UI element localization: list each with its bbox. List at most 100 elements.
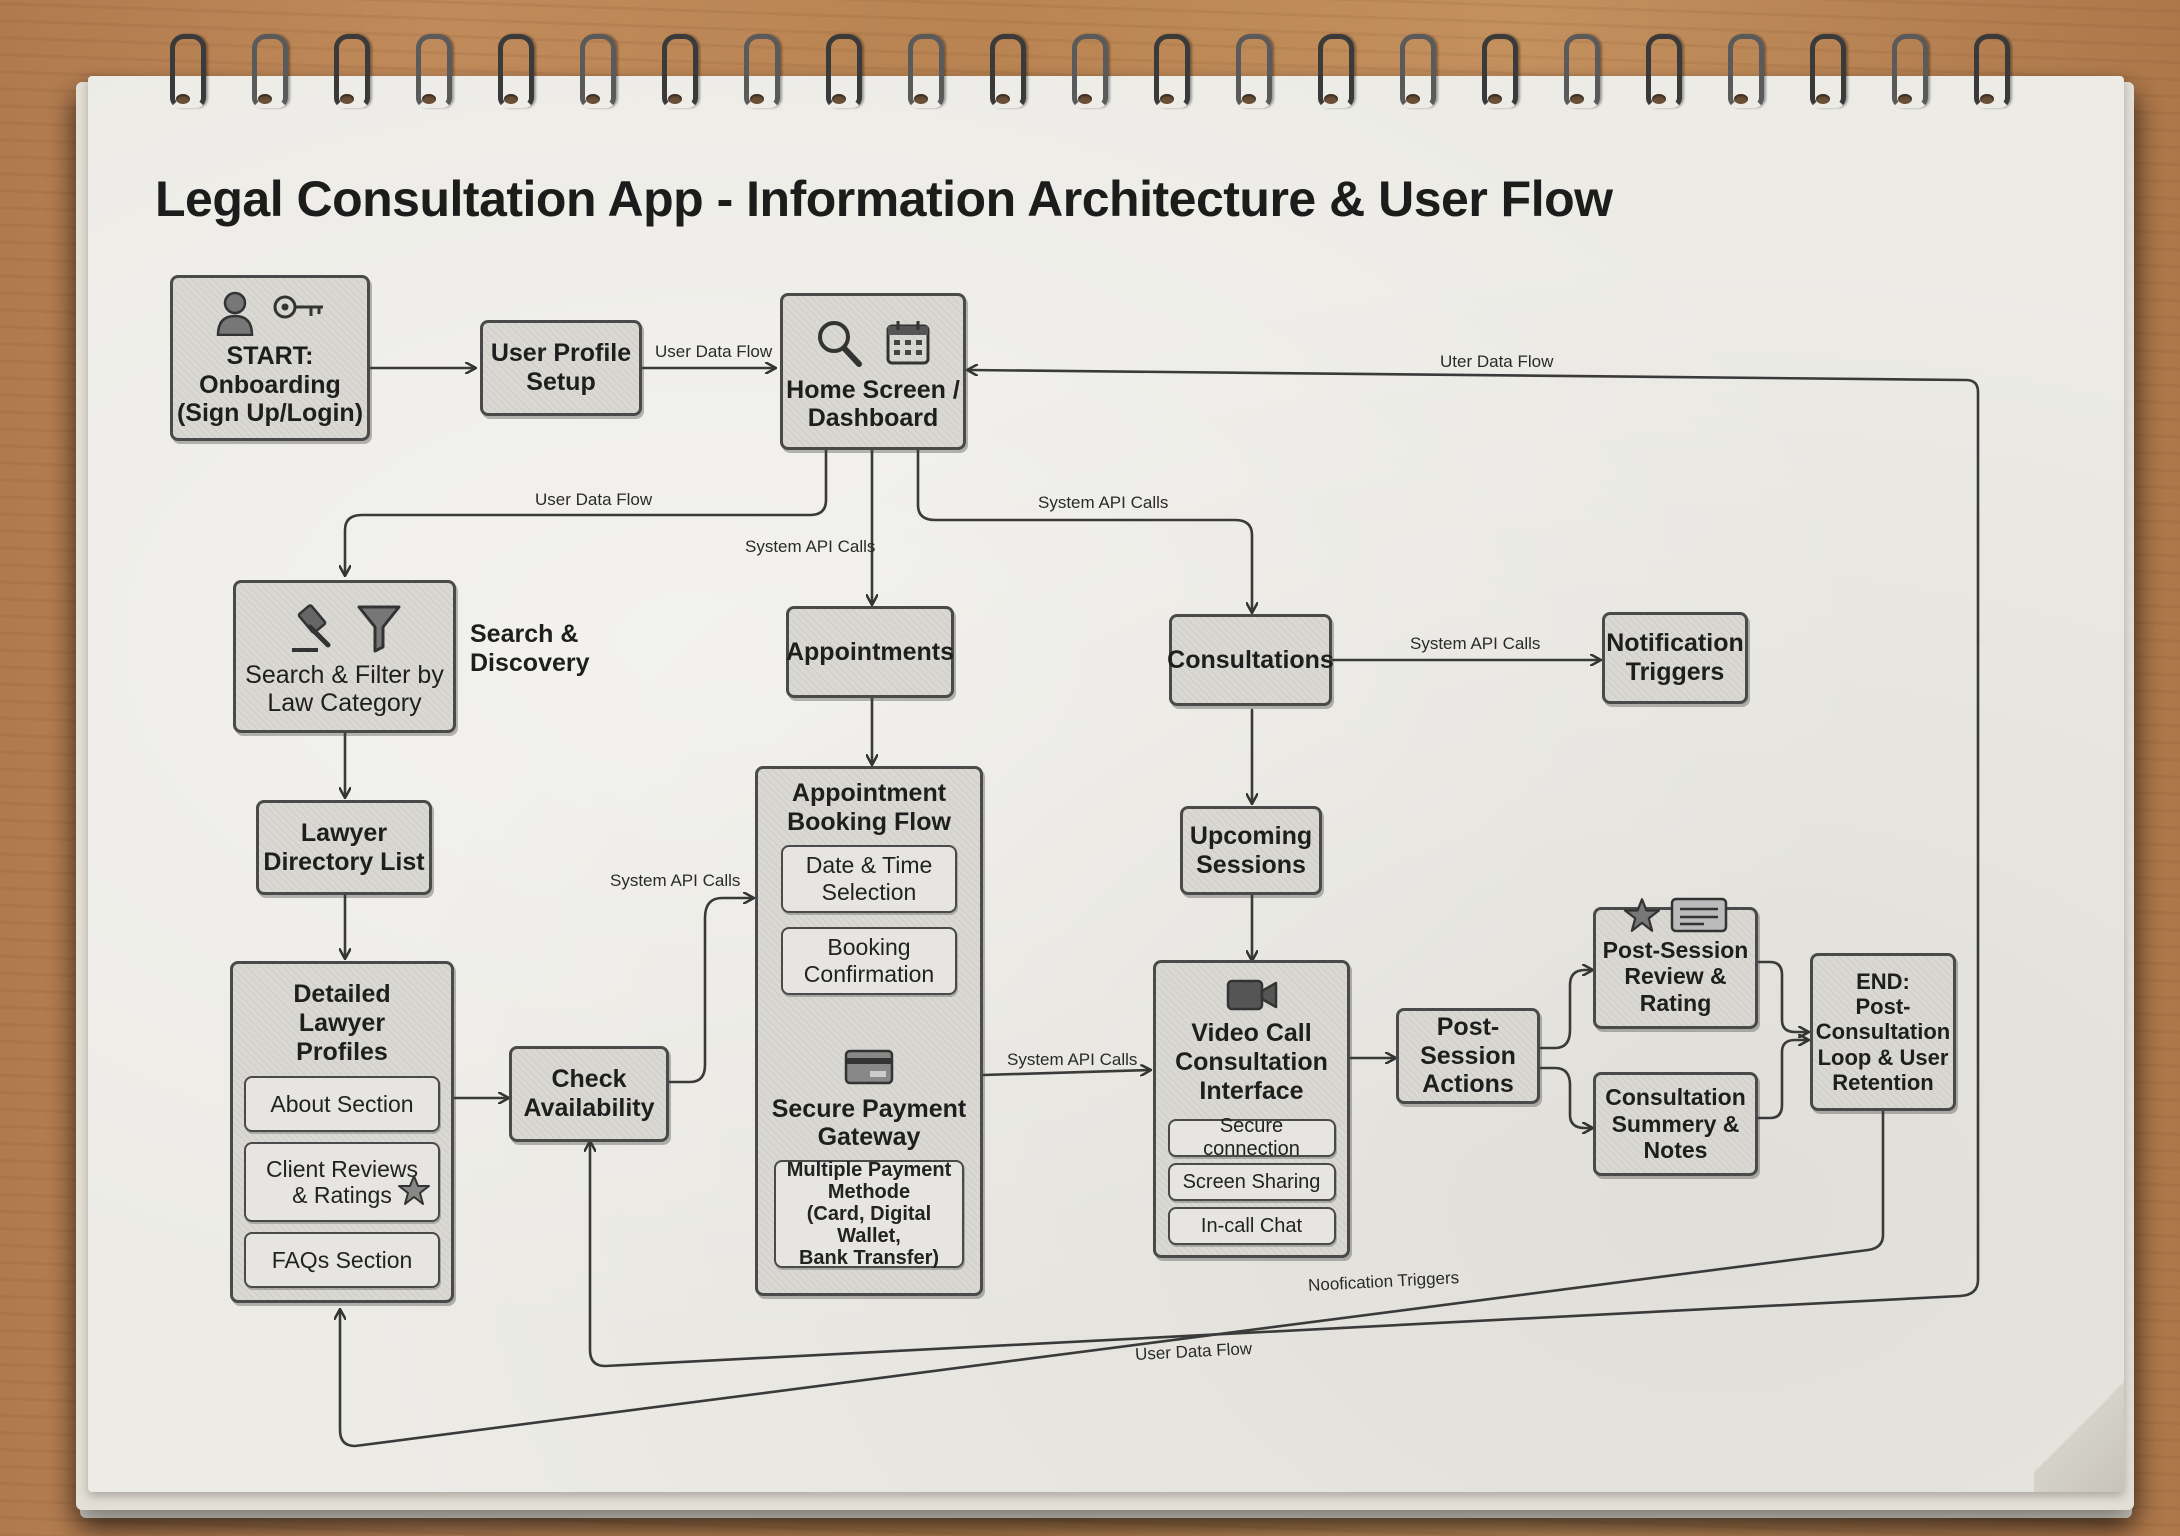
spiral-ring bbox=[1072, 34, 1108, 108]
spiral-ring bbox=[1646, 34, 1682, 108]
node-start-label: START: Onboarding (Sign Up/Login) bbox=[176, 341, 364, 428]
arrow-payment-to-video bbox=[981, 1070, 1150, 1077]
star-icon bbox=[1623, 897, 1660, 932]
profile-about-section[interactable]: About Section bbox=[244, 1076, 440, 1133]
spiral-ring bbox=[416, 34, 452, 108]
node-check-availability[interactable]: Check Availability bbox=[509, 1046, 669, 1142]
node-user-profile-setup[interactable]: User Profile Setup bbox=[480, 320, 642, 416]
spiral-ring bbox=[1564, 34, 1600, 108]
video-camera-icon bbox=[1226, 979, 1277, 1011]
spiral-ring bbox=[170, 34, 206, 108]
arrow-review-to-end bbox=[1756, 960, 1808, 1032]
node-post-session-actions[interactable]: Post-Session Actions bbox=[1396, 1008, 1540, 1104]
edge-label-availability-to-booking: System API Calls bbox=[610, 871, 741, 890]
profile-faqs-section[interactable]: FAQs Section bbox=[244, 1232, 440, 1289]
key-icon bbox=[273, 295, 323, 319]
gavel-icon bbox=[291, 603, 330, 652]
spiral-ring bbox=[990, 34, 1026, 108]
node-lawyer-directory-label: Lawyer Directory List bbox=[263, 818, 425, 876]
edge-label-profile-to-home: User Data Flow bbox=[655, 342, 773, 361]
node-post-session-actions-label: Post-Session Actions bbox=[1420, 1012, 1516, 1099]
node-appointment-booking-flow[interactable]: Appointment Booking Flow Date & Time Sel… bbox=[755, 766, 983, 1296]
edge-label-home-to-search: User Data Flow bbox=[535, 490, 653, 509]
node-notification-triggers[interactable]: Notification Triggers bbox=[1602, 612, 1748, 704]
spiral-ring bbox=[1236, 34, 1272, 108]
edge-label-end-to-home: Uter Data Flow bbox=[1440, 352, 1554, 371]
star-icon bbox=[398, 1175, 430, 1206]
node-lawyer-profiles-title: Detailed Lawyer Profiles bbox=[293, 980, 391, 1066]
node-post-session-review-rating[interactable]: Post-Session Review & Rating bbox=[1593, 897, 1758, 1029]
edge-label-consultations-to-notifications: System API Calls bbox=[1410, 634, 1541, 653]
arrow-end-return-to-profiles bbox=[340, 1110, 1885, 1448]
node-notification-triggers-label: Notification Triggers bbox=[1606, 629, 1744, 686]
feature-secure-connection[interactable]: Secure connection bbox=[1167, 1115, 1336, 1160]
spiral-ring bbox=[1482, 34, 1518, 108]
spiral-ring bbox=[1974, 34, 2010, 108]
node-review-rating-label: Post-Session Review & Rating bbox=[1602, 936, 1749, 1016]
node-detailed-lawyer-profiles[interactable]: Detailed Lawyer Profiles About Section C… bbox=[230, 961, 454, 1303]
client-reviews-label: Client Reviews & Ratings bbox=[265, 1155, 419, 1209]
spiral-ring bbox=[826, 34, 862, 108]
spiral-ring bbox=[252, 34, 288, 108]
booking-flow-title: Appointment Booking Flow bbox=[787, 779, 951, 836]
node-check-availability-label: Check Availability bbox=[523, 1065, 655, 1122]
edge-label-payment-to-video: System API Calls bbox=[1007, 1050, 1138, 1069]
review-card-icon bbox=[1670, 897, 1727, 932]
payment-methods-list[interactable]: Multiple Payment Methode (Card, Digital … bbox=[774, 1159, 964, 1269]
booking-date-time-selection[interactable]: Date & Time Selection bbox=[781, 844, 957, 913]
arrow-post-actions-to-summary bbox=[1538, 1066, 1592, 1128]
calendar-icon bbox=[886, 320, 930, 364]
payment-gateway-title: Secure Payment Gateway bbox=[771, 1094, 967, 1152]
search-discovery-section-label: Search & Discovery bbox=[470, 620, 590, 677]
spiral-ring bbox=[1892, 34, 1928, 108]
feature-screen-sharing[interactable]: Screen Sharing bbox=[1167, 1163, 1336, 1202]
edge-label-home-to-consultations: System API Calls bbox=[1038, 493, 1169, 512]
spiral-ring bbox=[334, 34, 370, 108]
spiral-ring bbox=[1810, 34, 1846, 108]
spiral-ring bbox=[908, 34, 944, 108]
profile-client-reviews-section[interactable]: Client Reviews & Ratings bbox=[244, 1142, 440, 1223]
node-end-retention[interactable]: END: Post- Consultation Loop & User Rete… bbox=[1810, 953, 1956, 1111]
node-end-label: END: Post- Consultation Loop & User Rete… bbox=[1815, 968, 1951, 1095]
spiral-ring bbox=[1400, 34, 1436, 108]
node-profile-setup-label: User Profile Setup bbox=[490, 339, 632, 396]
spiral-ring bbox=[744, 34, 780, 108]
node-appointments-label: Appointments bbox=[785, 637, 955, 666]
node-summary-notes-label: Consultation Summery & Notes bbox=[1605, 1084, 1746, 1164]
node-search-filter-label: Search & Filter by Law Category bbox=[245, 660, 444, 718]
node-consultation-summary-notes[interactable]: Consultation Summery & Notes bbox=[1593, 1072, 1758, 1176]
spiral-ring bbox=[1154, 34, 1190, 108]
filter-icon bbox=[357, 605, 400, 652]
arrow-availability-to-booking bbox=[666, 898, 753, 1084]
arrow-end-to-home bbox=[968, 370, 1980, 642]
arrow-home-to-search bbox=[345, 448, 828, 575]
spiral-ring bbox=[662, 34, 698, 108]
user-icon bbox=[216, 291, 254, 336]
node-video-call-interface[interactable]: Video Call Consultation Interface Secure… bbox=[1153, 960, 1350, 1258]
spiral-ring bbox=[1728, 34, 1764, 108]
booking-confirmation[interactable]: Booking Confirmation bbox=[781, 926, 957, 995]
node-consultations-label: Consultations bbox=[1167, 645, 1334, 674]
node-lawyer-directory-list[interactable]: Lawyer Directory List bbox=[256, 800, 432, 895]
node-home-dashboard[interactable]: Home Screen / Dashboard bbox=[780, 293, 966, 450]
search-icon bbox=[818, 320, 862, 367]
spiral-ring bbox=[498, 34, 534, 108]
arrow-summary-to-end bbox=[1756, 1040, 1808, 1120]
node-upcoming-sessions[interactable]: Upcoming Sessions bbox=[1180, 806, 1322, 895]
node-start-onboarding[interactable]: START: Onboarding (Sign Up/Login) bbox=[170, 275, 370, 441]
credit-card-icon bbox=[844, 1049, 894, 1084]
diagram-title: Legal Consultation App - Information Arc… bbox=[155, 171, 1613, 227]
video-call-title: Video Call Consultation Interface bbox=[1175, 1019, 1328, 1105]
node-appointments[interactable]: Appointments bbox=[786, 606, 954, 698]
node-consultations[interactable]: Consultations bbox=[1167, 614, 1334, 706]
spiral-ring bbox=[1318, 34, 1354, 108]
arrow-notification-return-to-availability bbox=[590, 638, 1980, 1368]
spiral-ring bbox=[580, 34, 616, 108]
node-search-filter[interactable]: Search & Filter by Law Category bbox=[233, 580, 456, 733]
feature-in-call-chat[interactable]: In-call Chat bbox=[1167, 1207, 1336, 1246]
node-home-label: Home Screen / Dashboard bbox=[786, 375, 960, 433]
edge-label-home-to-appointments: System API Calls bbox=[745, 537, 876, 556]
arrow-home-to-consultations bbox=[916, 448, 1252, 612]
page-corner-curl bbox=[2034, 1362, 2124, 1492]
